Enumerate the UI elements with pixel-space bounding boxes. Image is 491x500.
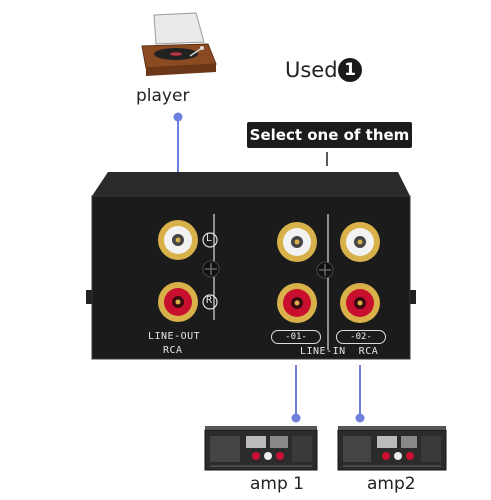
screw-right bbox=[317, 262, 333, 278]
input-2-label: -02- bbox=[336, 330, 386, 344]
amp2-image bbox=[338, 426, 446, 470]
rca-left-label: RCA bbox=[163, 345, 183, 356]
player-cable-dot bbox=[174, 113, 183, 122]
rca-jack-out-right bbox=[158, 282, 198, 322]
line-in-label: LINE-IN RCA bbox=[300, 346, 378, 357]
amp1-image bbox=[205, 426, 317, 470]
rca-jack-out-left bbox=[158, 220, 198, 260]
amp2-cable-dot bbox=[356, 414, 365, 423]
left-channel-mark: L bbox=[206, 233, 213, 244]
input-1-label: -01- bbox=[271, 330, 321, 344]
line-out-label: LINE-OUT bbox=[148, 331, 200, 342]
rca-jack-in2-right bbox=[340, 283, 380, 323]
screw-left bbox=[203, 261, 219, 277]
amp2-label: amp2 bbox=[367, 474, 416, 494]
rca-jack-in1-right bbox=[277, 283, 317, 323]
amp1-cable-dot bbox=[292, 414, 301, 423]
rca-jack-in1-left bbox=[277, 222, 317, 262]
rca-jack-in2-left bbox=[340, 222, 380, 262]
right-channel-mark: R bbox=[206, 295, 213, 306]
amp1-label: amp 1 bbox=[250, 474, 304, 494]
